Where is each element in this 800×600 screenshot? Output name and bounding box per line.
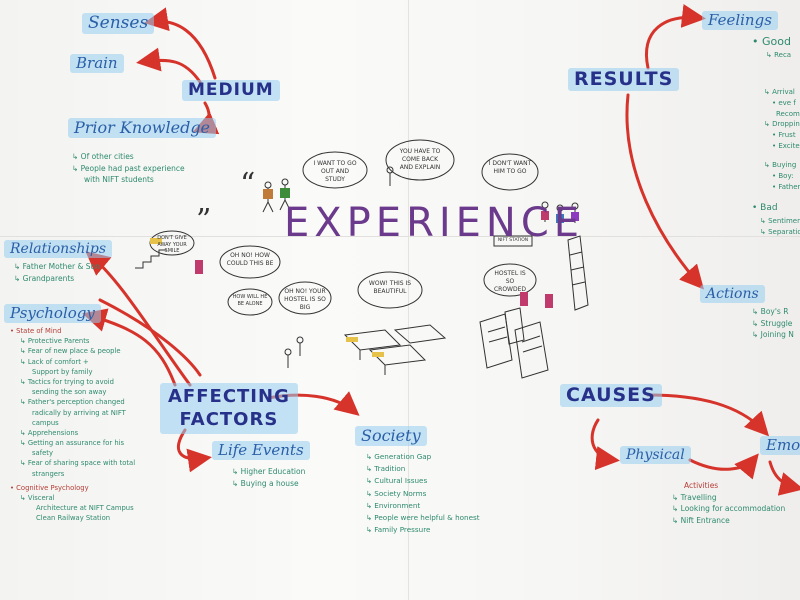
bubble-text: DON'T GIVE AWAY YOUR SMILE	[157, 235, 187, 254]
arrow-psychology-affecting	[98, 298, 202, 377]
arrow-results-feelings	[645, 4, 706, 70]
arrow-emotional-extra	[768, 460, 800, 496]
node-actions: Actions	[700, 285, 765, 303]
station-sign	[493, 235, 533, 247]
bubble-text: WOW! THIS IS BEAUTIFUL	[368, 280, 412, 295]
arrow-physical-emotional	[688, 453, 759, 480]
thought-cloud	[227, 288, 273, 316]
board-seam	[0, 236, 800, 237]
arrow-affecting-lifeevents	[176, 428, 212, 473]
notes-life-events: ↳ Higher Education ↳ Buying a house	[232, 467, 306, 488]
bubble-text: I DON'T WANT HIM TO GO	[488, 160, 532, 175]
thought-cloud	[357, 271, 423, 309]
figure-accents	[150, 188, 579, 357]
branch-affecting-factors: AFFECTING FACTORS	[160, 383, 298, 434]
thought-cloud	[481, 153, 539, 191]
notes-relationships: ↳ Father Mother & Son ↳ Grandparents	[14, 262, 100, 283]
arrow-medium-senses	[144, 7, 217, 80]
buildings	[479, 307, 549, 379]
station-sign-text: NIFT STATION	[497, 238, 529, 243]
node-emotional: Emoti	[760, 436, 800, 455]
node-senses: Senses	[82, 13, 155, 34]
arrow-causes-emotional	[646, 393, 770, 437]
node-life-events: Life Events	[212, 441, 310, 460]
notes-prior-knowledge: ↳ Of other cities ↳ People had past expe…	[72, 152, 185, 185]
bubble-text: I WANT TO GO OUT AND STUDY	[313, 160, 357, 183]
arrow-affecting-relationships	[85, 251, 192, 387]
notes-psychology: • State of Mind ↳ Protective Parents ↳ F…	[10, 327, 136, 523]
thought-cloud	[302, 151, 368, 189]
train	[567, 235, 589, 311]
thought-cloud	[483, 263, 537, 297]
branch-causes: CAUSES	[560, 384, 662, 407]
staircase	[135, 249, 167, 269]
quote-open: “	[240, 167, 256, 202]
bubble-text: HOSTEL IS SO CROWDED	[493, 270, 527, 293]
quote-close: ”	[196, 203, 212, 238]
notes-feelings: • Good ↳ Reca ↳ Arrival • eve f Recomn ↳…	[752, 35, 800, 237]
bubble-text: OH NO! YOUR HOSTEL IS SO BIG	[284, 288, 326, 311]
board-seam	[408, 0, 409, 600]
arrow-medium-brain	[136, 47, 202, 84]
node-society: Society	[355, 426, 427, 446]
notes-society: ↳ Generation Gap ↳ Tradition ↳ Cultural …	[366, 452, 480, 535]
center-title: EXPERIENCE	[284, 200, 585, 246]
arrow-causes-physical	[590, 418, 620, 471]
notes-physical: Activities ↳ Travelling ↳ Looking for ac…	[672, 481, 786, 525]
sketch-illustration	[135, 139, 589, 379]
arrow-affecting-psychology	[82, 308, 177, 387]
affecting-line2: FACTORS	[179, 408, 279, 430]
node-relationships: Relationships	[4, 240, 113, 258]
stick-figures	[262, 166, 579, 368]
notes-actions: ↳ Boy's R ↳ Struggle ↳ Joining N	[752, 307, 794, 340]
bubble-text: OH NO! HOW COULD THIS BE	[226, 252, 274, 267]
hostel-beds	[343, 324, 447, 375]
thought-cloud	[219, 245, 281, 279]
node-physical: Physical	[620, 446, 691, 464]
thought-cloud	[385, 139, 455, 181]
branch-results: RESULTS	[568, 68, 680, 91]
bubble-text: YOU HAVE TO COME BACK AND EXPLAIN	[399, 148, 441, 171]
node-feelings: Feelings	[702, 11, 778, 30]
node-prior-knowledge: Prior Knowledge	[68, 118, 217, 138]
thought-cloud	[278, 281, 332, 315]
arrow-results-actions	[625, 93, 704, 290]
node-brain: Brain	[70, 54, 124, 73]
bubble-text: HOW WILL HE BE ALONE	[232, 294, 268, 307]
affecting-line1: AFFECTING	[168, 386, 290, 407]
node-psychology: Psychology	[4, 304, 101, 323]
branch-medium: MEDIUM	[182, 80, 280, 101]
